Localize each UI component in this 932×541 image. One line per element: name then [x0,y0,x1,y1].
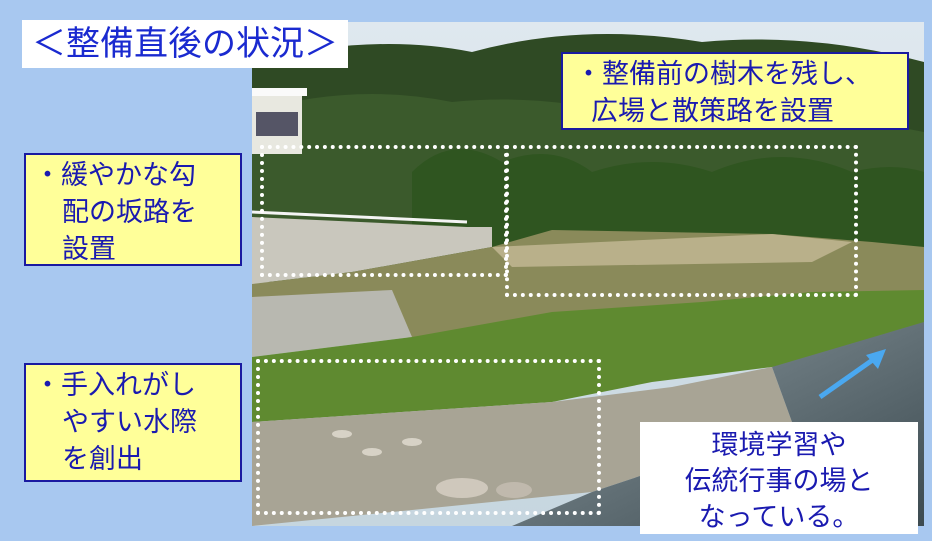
callout-line: やすい水際 [62,407,197,438]
callout-line: 伝統行事の場と [684,466,874,497]
waterside-highlight-box [256,359,601,515]
callout-line: ・緩やかな勾 [34,160,196,191]
callout-line: なっている。 [698,502,860,533]
callout-line: 設置 [62,234,116,265]
callout-line: 広場と散策路を設置 [591,96,834,127]
callout-line: ・整備前の樹木を残し、 [575,59,872,90]
callout-trees-plaza: ・整備前の樹木を残し、 広場と散策路を設置 [561,52,909,130]
page-title: ＜整備直後の状況＞ [22,20,348,68]
plaza-highlight-box [505,145,858,297]
callout-line: 環境学習や [711,430,847,461]
callout-line: 配の坂路を [62,197,197,228]
callout-line: を創出 [62,444,143,475]
callout-waterside: ・手入れがし やすい水際 を創出 [24,363,242,482]
callout-environmental-learning: 環境学習や 伝統行事の場と なっている。 [640,422,918,534]
arrow-icon [818,349,886,400]
callout-gentle-slope: ・緩やかな勾 配の坂路を 設置 [24,153,242,266]
slope-highlight-box [260,145,508,277]
callout-line: ・手入れがし [34,370,196,401]
